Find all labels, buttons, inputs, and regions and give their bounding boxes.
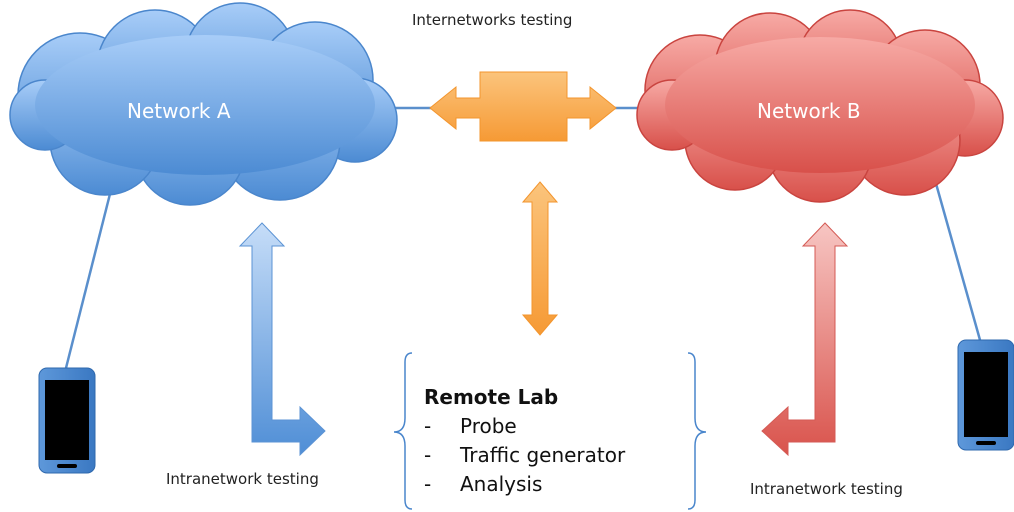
list-item: - Analysis <box>424 470 625 499</box>
phone-icon <box>957 339 1014 451</box>
link-network-a-phone <box>64 185 114 369</box>
list-item: - Probe <box>424 412 625 441</box>
remote-lab-item-traffic-generator: Traffic generator <box>460 443 626 467</box>
bidirectional-arrow-icon <box>429 71 617 142</box>
intranetwork-testing-right-label: Intranetwork testing <box>750 480 903 498</box>
interconnect-to-lab-arrow <box>521 181 559 336</box>
phone-right <box>957 339 1014 451</box>
intranetwork-arrow-b <box>761 222 849 457</box>
internetwork-bidirectional-arrow <box>429 71 617 142</box>
remote-lab-item-probe: Probe <box>460 414 517 438</box>
intranetwork-arrow-a <box>238 222 326 457</box>
intranetwork-testing-left-label: Intranetwork testing <box>166 470 319 488</box>
network-a-cloud <box>9 2 398 206</box>
network-a-label: Network A <box>127 99 231 123</box>
network-b-label: Network B <box>757 99 861 123</box>
brace-icon <box>393 352 413 510</box>
brace-icon <box>687 352 707 510</box>
link-network-b-phone <box>933 179 982 341</box>
remote-lab-item-analysis: Analysis <box>460 472 543 496</box>
bent-arrow-icon <box>238 222 326 457</box>
bent-arrow-icon <box>761 222 849 457</box>
network-b-cloud <box>636 9 1004 203</box>
list-bullet: - <box>424 443 432 467</box>
list-bullet: - <box>424 414 432 438</box>
phone-left <box>38 367 96 474</box>
phone-icon <box>38 367 96 474</box>
list-item: - Traffic generator <box>424 441 625 470</box>
remote-lab-box: Remote Lab - Probe - Traffic generator -… <box>424 383 625 499</box>
remote-lab-brackets <box>393 352 707 510</box>
remote-lab-title: Remote Lab <box>424 385 559 409</box>
internetworks-testing-label: Internetworks testing <box>412 11 573 29</box>
list-bullet: - <box>424 472 432 496</box>
bidirectional-arrow-icon <box>521 181 559 336</box>
